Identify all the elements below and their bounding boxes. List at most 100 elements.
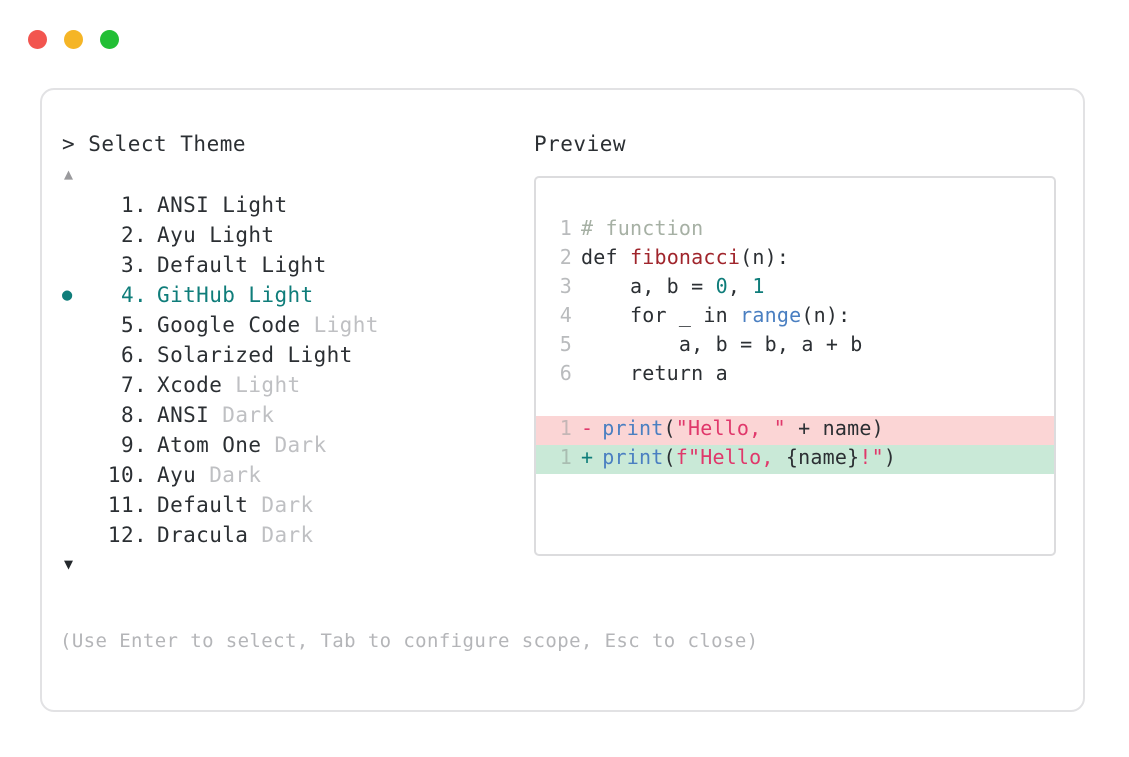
theme-item-name: Default [157,253,249,277]
theme-item-index-dot: . [134,193,148,217]
code-token: ) [883,445,897,469]
code-token: print [602,416,664,440]
theme-item-variant: Dark [209,403,275,427]
scroll-down-icon[interactable]: ▼ [64,555,74,573]
theme-item-variant: Dark [261,433,327,457]
window-titlebar [28,30,119,49]
theme-item-name: Solarized [157,343,275,367]
theme-item-index-dot: . [134,523,148,547]
code-token: return a [581,361,728,385]
theme-item-variant: Light [300,313,379,337]
theme-list-item[interactable]: 7.Xcode Light [62,370,532,400]
theme-item-index: 3 [120,253,134,277]
preview-label: Preview [534,132,627,156]
theme-item-index: 11 [107,493,134,517]
code-token: 1 [752,274,765,298]
code-token: def [581,245,630,269]
maximize-dot[interactable] [100,30,119,49]
theme-item-index: 5 [120,313,134,337]
theme-list-item[interactable]: 11.Default Dark [62,490,532,520]
theme-item-name: Atom One [157,433,262,457]
code-token: + name) [785,416,884,440]
line-number: 5 [559,332,572,356]
theme-list-item[interactable]: 10. Ayu Dark [62,460,532,490]
code-token: f"Hello, [675,445,786,469]
theme-item-name: ANSI [157,403,210,427]
line-number: 1 [559,445,572,469]
theme-list-item[interactable]: ●4.GitHub Light [62,280,532,310]
theme-item-index-dot: . [134,223,148,247]
theme-item-index-dot: . [134,433,148,457]
code-line: 3 a, b = 0, 1 [536,274,1054,303]
line-number: 2 [559,245,572,269]
theme-item-index: 7 [120,373,134,397]
page-title: > Select Theme [62,132,247,156]
theme-list-item[interactable]: 6.Solarized Light [62,340,532,370]
theme-item-variant: Light [235,283,314,307]
theme-item-name: Default [157,493,249,517]
selected-bullet-icon: ● [62,284,73,305]
code-token: ( [663,416,676,440]
close-dot[interactable] [28,30,47,49]
theme-item-index: 2 [120,223,134,247]
line-number: 1 [559,216,572,240]
code-token: a, b = b, a + b [581,332,863,356]
code-token: for _ in [581,303,741,327]
code-spacer [536,390,1054,416]
code-line: 4 for _ in range(n): [536,303,1054,332]
theme-item-variant: Light [196,223,275,247]
code-token: a, b = [581,274,716,298]
theme-item-index-dot: . [134,493,148,517]
code-line: 5 a, b = b, a + b [536,332,1054,361]
code-token: (n): [740,245,790,269]
code-token: {name} [785,445,860,469]
theme-item-index-dot: . [134,463,148,487]
theme-item-name: Xcode [157,373,223,397]
theme-item-index-dot: . [134,253,148,277]
theme-item-name: Google Code [157,313,301,337]
theme-item-variant: Light [248,253,327,277]
code-token: ( [663,445,676,469]
theme-item-variant: Light [274,343,353,367]
line-number: 6 [559,361,572,385]
theme-item-variant: Dark [196,463,262,487]
theme-list-item[interactable]: 9.Atom One Dark [62,430,532,460]
theme-item-index: 1 [120,193,134,217]
theme-item-name: Ayu [157,223,197,247]
code-token: !" [859,445,884,469]
code-token: fibonacci [629,245,741,269]
theme-item-variant: Light [209,193,288,217]
theme-item-index: 8 [120,403,134,427]
theme-list-item[interactable]: 5. Google Code Light [62,310,532,340]
theme-item-index-dot: . [134,283,148,307]
theme-item-index-dot: . [134,313,148,337]
theme-item-index: 10 [107,463,134,487]
line-number: 1 [559,416,572,440]
minimize-dot[interactable] [64,30,83,49]
theme-list-item[interactable]: 8. ANSI Dark [62,400,532,430]
code-line: 6 return a [536,361,1054,390]
theme-item-name: GitHub [157,283,236,307]
code-token: 0 [715,274,728,298]
code-line: 2 def fibonacci(n): [536,245,1054,274]
theme-item-index-dot: . [134,403,148,427]
scroll-up-icon[interactable]: ▲ [64,165,74,183]
diff-line-plus: 1+print(f"Hello, {name}!") [536,445,1054,474]
theme-list-item[interactable]: 3. Default Light [62,250,532,280]
theme-item-variant: Light [222,373,301,397]
theme-item-name: Ayu [157,463,197,487]
code-token: "Hello, " [675,416,786,440]
theme-list-item[interactable]: 12.Dracula Dark [62,520,532,550]
theme-item-variant: Dark [248,523,314,547]
code-token: print [602,445,664,469]
code-token: range [740,303,802,327]
line-number: 4 [559,303,572,327]
theme-list-item[interactable]: 2. Ayu Light [62,220,532,250]
code-token: (n): [801,303,851,327]
theme-list-item[interactable]: 1.ANSI Light [62,190,532,220]
